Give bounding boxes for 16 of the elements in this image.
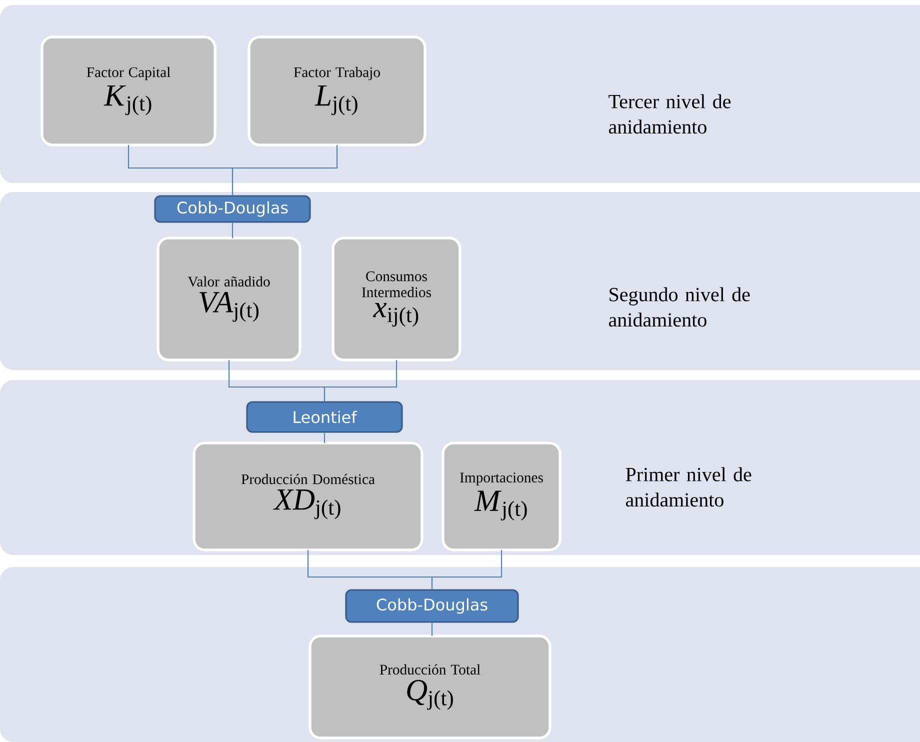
connector-line bbox=[324, 432, 326, 443]
factor-box: Consumos Intermedios x$_{ij(t)}$ bbox=[332, 236, 462, 362]
connector-line bbox=[431, 622, 433, 636]
connector-line bbox=[324, 360, 398, 402]
factor-box: Factor Capital K$_{j(t)}$ bbox=[40, 36, 216, 146]
connector-line bbox=[431, 550, 502, 590]
function-box: Cobb-Douglas bbox=[345, 589, 519, 623]
function-box: Leontief bbox=[246, 401, 403, 433]
factor-box: Valor añadido VA$_{j(t)}$ bbox=[156, 236, 302, 362]
factor-box: Producción Total Q$_{j(t)}$ bbox=[308, 634, 552, 740]
factor-box: Factor Trabajo L$_{j(t)}$ bbox=[248, 36, 426, 146]
function-box: Cobb-Douglas bbox=[154, 195, 311, 223]
factor-box: Importaciones M$_{j(t)}$ bbox=[442, 442, 562, 552]
factor-box: Producción Doméstica XD$_{j(t)}$ bbox=[192, 442, 424, 552]
connector-line bbox=[232, 222, 234, 238]
connector-line bbox=[232, 145, 338, 196]
